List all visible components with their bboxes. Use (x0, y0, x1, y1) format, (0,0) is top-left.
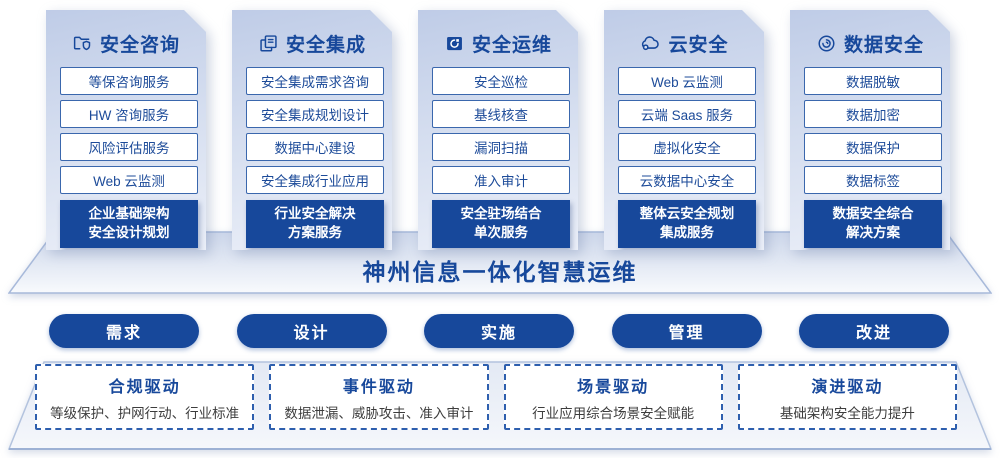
driver-scenario: 场景驱动 行业应用综合场景安全赋能 (503, 364, 723, 430)
card-title: 安全咨询 (99, 34, 180, 56)
ops-folder-icon (444, 33, 465, 54)
card-title: 安全运维 (471, 34, 552, 56)
process-pills: 需求 设计 实施 管理 改进 (49, 314, 949, 348)
driver-title: 场景驱动 (577, 378, 650, 396)
service-card-security-integration: 安全集成 安全集成需求咨询 安全集成规划设计 数据中心建设 安全集成行业应用 行… (232, 10, 392, 250)
card-items: 安全巡检 基线核查 漏洞扫描 准入审计 (432, 67, 570, 199)
copy-docs-icon (258, 33, 279, 54)
service-item: 基线核查 (432, 100, 570, 128)
card-items: 等保咨询服务 HW 咨询服务 风险评估服务 Web 云监测 (60, 67, 198, 199)
service-item: 数据保护 (804, 133, 942, 161)
highlight-box: 企业基础架构 安全设计规划 (60, 200, 198, 248)
service-card-data-security: 数据安全 数据脱敏 数据加密 数据保护 数据标签 数据安全综合 解决方案 (790, 10, 950, 250)
driver-title: 合规驱动 (108, 378, 181, 396)
process-pill-design: 设计 (236, 314, 387, 348)
driver-title: 演进驱动 (811, 378, 884, 396)
service-item: 云端 Saas 服务 (618, 100, 756, 128)
driver-evolution: 演进驱动 基础架构安全能力提升 (737, 364, 957, 430)
service-item: 准入审计 (432, 166, 570, 194)
cloud-icon (639, 32, 661, 54)
card-header: 安全集成 (232, 30, 392, 56)
card-header: 安全咨询 (46, 30, 206, 56)
driver-boxes: 合规驱动 等级保护、护网行动、行业标准 事件驱动 数据泄漏、威胁攻击、准入审计 … (35, 364, 957, 430)
process-pill-requirement: 需求 (49, 314, 199, 348)
highlight-box: 数据安全综合 解决方案 (804, 200, 942, 248)
folder-shield-icon (72, 33, 93, 54)
driver-desc: 等级保护、护网行动、行业标准 (50, 405, 240, 421)
service-item: 云数据中心安全 (618, 166, 756, 194)
driver-desc: 行业应用综合场景安全赋能 (532, 405, 695, 421)
highlight-box: 行业安全解决 方案服务 (246, 200, 384, 248)
service-card-cloud-security: 云安全 Web 云监测 云端 Saas 服务 虚拟化安全 云数据中心安全 整体云… (604, 10, 764, 250)
service-item: Web 云监测 (60, 166, 198, 194)
service-item: 数据标签 (804, 166, 942, 194)
service-item: 等保咨询服务 (60, 67, 198, 95)
card-items: Web 云监测 云端 Saas 服务 虚拟化安全 云数据中心安全 (618, 67, 756, 199)
driver-compliance: 合规驱动 等级保护、护网行动、行业标准 (35, 364, 255, 430)
card-header: 数据安全 (790, 30, 950, 56)
card-title: 安全集成 (285, 34, 366, 56)
driver-desc: 数据泄漏、威胁攻击、准入审计 (284, 405, 474, 421)
highlight-box: 安全驻场结合 单次服务 (432, 200, 570, 248)
banner-title: 神州信息一体化智慧运维 (362, 259, 638, 285)
service-card-security-operations: 安全运维 安全巡检 基线核查 漏洞扫描 准入审计 安全驻场结合 单次服务 (418, 10, 578, 250)
service-item: 数据中心建设 (246, 133, 384, 161)
card-header: 云安全 (604, 30, 764, 56)
driver-incident: 事件驱动 数据泄漏、威胁攻击、准入审计 (269, 364, 489, 430)
driver-desc: 基础架构安全能力提升 (779, 405, 915, 421)
service-card-security-consulting: 安全咨询 等保咨询服务 HW 咨询服务 风险评估服务 Web 云监测 企业基础架… (46, 10, 206, 250)
highlight-box: 整体云安全规划 集成服务 (618, 200, 756, 248)
service-item: 安全集成需求咨询 (246, 67, 384, 95)
card-items: 安全集成需求咨询 安全集成规划设计 数据中心建设 安全集成行业应用 (246, 67, 384, 199)
process-pill-implementation: 实施 (424, 314, 574, 348)
service-item: 安全巡检 (432, 67, 570, 95)
service-item: 漏洞扫描 (432, 133, 570, 161)
card-items: 数据脱敏 数据加密 数据保护 数据标签 (804, 67, 942, 199)
service-item: 虚拟化安全 (618, 133, 756, 161)
fingerprint-icon (816, 33, 837, 54)
service-item: 数据脱敏 (804, 67, 942, 95)
process-pill-management: 管理 (611, 314, 762, 348)
service-item: 数据加密 (804, 100, 942, 128)
driver-title: 事件驱动 (342, 378, 415, 396)
service-item: 安全集成行业应用 (246, 166, 384, 194)
service-item: Web 云监测 (618, 67, 756, 95)
card-header: 安全运维 (418, 30, 578, 56)
card-title: 数据安全 (843, 34, 924, 56)
service-item: HW 咨询服务 (60, 100, 198, 128)
process-pill-improvement: 改进 (799, 314, 949, 348)
service-item: 风险评估服务 (60, 133, 198, 161)
service-item: 安全集成规划设计 (246, 100, 384, 128)
card-title: 云安全 (668, 34, 729, 56)
